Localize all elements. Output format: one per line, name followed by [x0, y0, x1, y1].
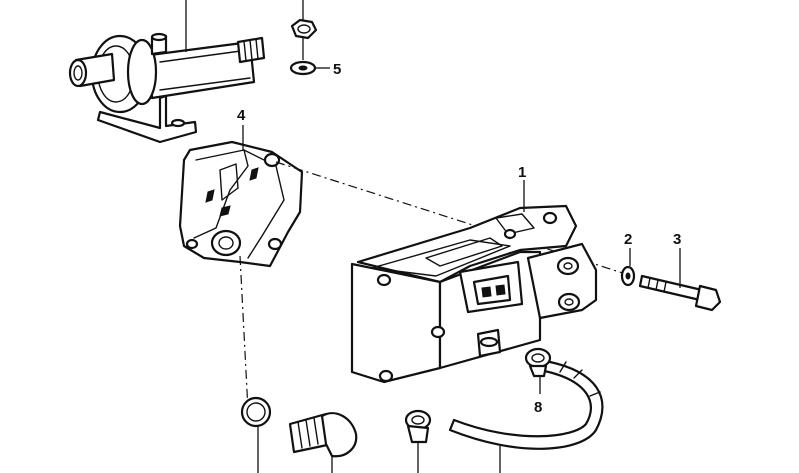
washer — [620, 265, 636, 287]
nut-and-washer — [289, 0, 330, 76]
mounting-bracket-plate — [178, 140, 304, 268]
callout-4: 4 — [237, 107, 246, 124]
actuator-housing — [350, 204, 598, 384]
banjo-bolt — [288, 412, 358, 458]
hose-clamp-upper — [524, 347, 552, 378]
alignment-line-lower — [239, 255, 249, 411]
hose-clamp-lower — [404, 409, 432, 444]
vacuum-hose — [448, 358, 604, 450]
callout-2: 2 — [624, 231, 632, 248]
callout-5: 5 — [333, 61, 341, 78]
hex-bolt — [638, 274, 722, 312]
callout-3: 3 — [673, 231, 681, 248]
valve-assembly — [68, 32, 266, 144]
ring-washer — [240, 396, 272, 428]
callout-8: 8 — [534, 399, 542, 416]
callout-1: 1 — [518, 164, 526, 181]
